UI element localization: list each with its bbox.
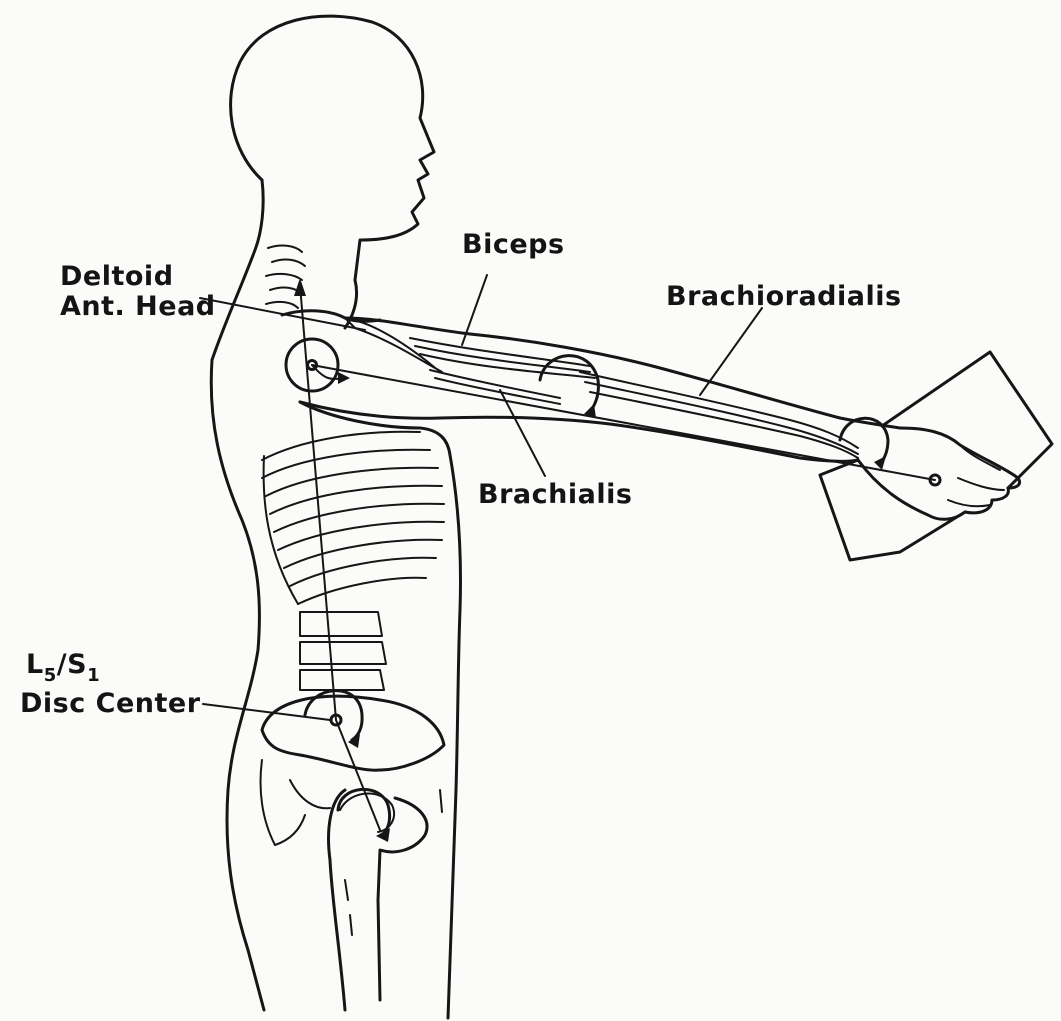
- pelvis-outline: [262, 696, 444, 770]
- deltoid-label-line2: Ant. Head: [60, 292, 216, 322]
- hand-outline: [858, 428, 1020, 519]
- deltoid-label: Deltoid Ant. Head: [60, 262, 216, 322]
- brachioradialis-label: Brachioradialis: [666, 282, 902, 312]
- l5s1-label-line1: L5/S1: [20, 650, 201, 683]
- neck-back: [212, 180, 263, 360]
- deltoid-muscle: [345, 318, 442, 372]
- cervical-spine: [266, 245, 305, 308]
- ilium-lower: [261, 760, 330, 845]
- underarm: [300, 402, 450, 455]
- back-outline: [211, 360, 264, 1010]
- wrist-arrow-head: [874, 456, 886, 470]
- l5s1-label-l: L: [26, 649, 44, 680]
- l5s1-label-line2: Disc Center: [20, 689, 201, 719]
- deltoid-label-line1: Deltoid: [60, 262, 216, 292]
- arm-upper-outline: [345, 318, 900, 428]
- l5s1-label-s-sub: 1: [87, 665, 100, 686]
- l5s1-label-s: /S: [57, 649, 87, 680]
- spine-link-arrow: [294, 278, 306, 296]
- brachioradialis-leader: [700, 308, 762, 395]
- joints: [286, 339, 940, 842]
- l5s1-label: L5/S1 Disc Center: [20, 650, 201, 719]
- thigh-crease: [440, 790, 442, 812]
- l5s1-arrow-head: [348, 734, 360, 748]
- femur-neck-dashes: [345, 880, 352, 935]
- hip-joint-arc: [338, 789, 390, 835]
- shoulder-arrow-head: [338, 372, 350, 384]
- brachialis-label: Brachialis: [478, 480, 632, 510]
- head-outline: [231, 16, 434, 280]
- biceps-label: Biceps: [462, 230, 565, 260]
- front-outline: [345, 280, 461, 1018]
- lumbar-spine: [300, 612, 386, 690]
- link-lines: [294, 278, 935, 830]
- muscles: [345, 318, 858, 458]
- spine-link-line: [300, 285, 336, 720]
- body-outline: [211, 16, 460, 1018]
- rib-cage: [262, 432, 444, 604]
- l5s1-label-l-sub: 5: [44, 665, 57, 686]
